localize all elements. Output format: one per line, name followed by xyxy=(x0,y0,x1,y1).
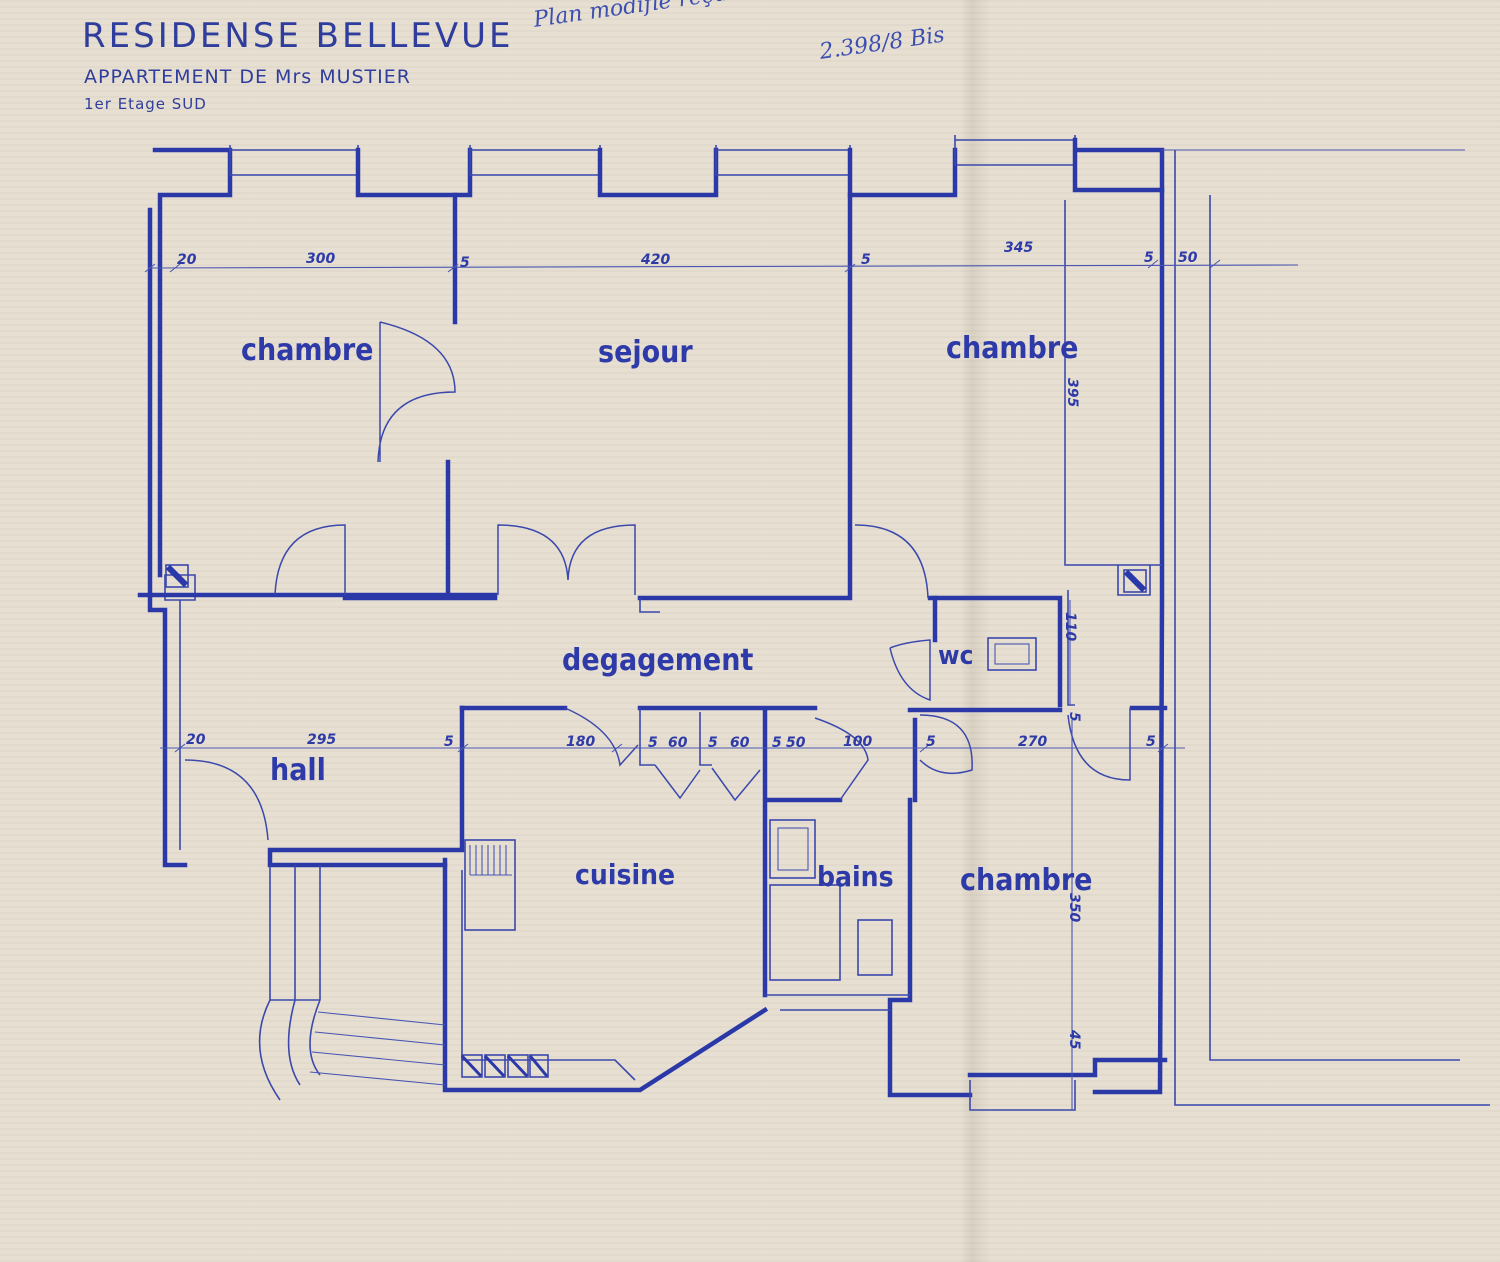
room-label-chambre-north-east: chambre xyxy=(946,331,1079,366)
staircase xyxy=(258,865,446,1101)
dim-vertical-110: 110 xyxy=(1062,612,1078,641)
dim-top-5a: 5 xyxy=(460,255,470,271)
west-wall xyxy=(137,207,498,868)
dim-top-5b: 5 xyxy=(861,252,871,268)
dim-bottom-60b: 60 xyxy=(730,735,750,751)
dim-bottom-270: 270 xyxy=(1018,734,1047,750)
interior-walls xyxy=(267,150,1490,1111)
dim-top-20: 20 xyxy=(177,252,197,268)
dim-vertical-350: 350 xyxy=(1066,893,1082,922)
room-label-hall: hall xyxy=(270,753,326,788)
dim-vertical-45: 45 xyxy=(1066,1029,1082,1050)
ventilation-shafts xyxy=(165,564,1147,593)
dim-bottom-5f: 5 xyxy=(1146,734,1156,750)
room-label-bains: bains xyxy=(817,860,894,893)
dim-bottom-5d: 5 xyxy=(772,735,782,751)
north-facade xyxy=(152,135,1465,578)
dim-top-300: 300 xyxy=(306,251,335,267)
room-label-degagement: degagement xyxy=(562,643,753,678)
dim-bottom-180: 180 xyxy=(566,734,595,750)
dim-bottom-60a: 60 xyxy=(668,735,688,751)
dim-bottom-100: 100 xyxy=(843,734,872,750)
stove-burners xyxy=(460,1054,549,1078)
door-swings xyxy=(184,321,1131,841)
room-label-chambre-south: chambre xyxy=(960,863,1093,898)
room-label-wc: wc xyxy=(938,641,973,671)
dim-top-5c: 5 xyxy=(1144,250,1154,266)
dim-vertical-5: 5 xyxy=(1066,712,1082,722)
dim-bottom-5b: 5 xyxy=(648,735,658,751)
dim-bottom-5c: 5 xyxy=(708,735,718,751)
dimension-lines xyxy=(144,259,1299,1110)
plan-subtitle: APPARTEMENT DE Mrs MUSTIER xyxy=(84,66,411,88)
dim-vertical-395: 395 xyxy=(1064,378,1080,407)
room-label-chambre-north-west: chambre xyxy=(241,333,374,368)
dim-bottom-295: 295 xyxy=(307,732,336,748)
dim-bottom-5e: 5 xyxy=(926,734,936,750)
room-label-cuisine: cuisine xyxy=(575,858,675,891)
dim-top-50: 50 xyxy=(1178,250,1198,266)
plan-title: RESIDENSE BELLEVUE xyxy=(82,16,514,56)
dim-bottom-20: 20 xyxy=(186,732,206,748)
dim-top-420: 420 xyxy=(640,252,670,268)
fixtures xyxy=(165,564,1147,1078)
dim-top-345: 345 xyxy=(1004,240,1033,256)
floor-label: 1er Etage SUD xyxy=(84,95,207,113)
dim-bottom-50: 50 xyxy=(786,735,806,751)
dim-bottom-5a: 5 xyxy=(444,734,454,750)
room-label-sejour: sejour xyxy=(598,335,693,370)
